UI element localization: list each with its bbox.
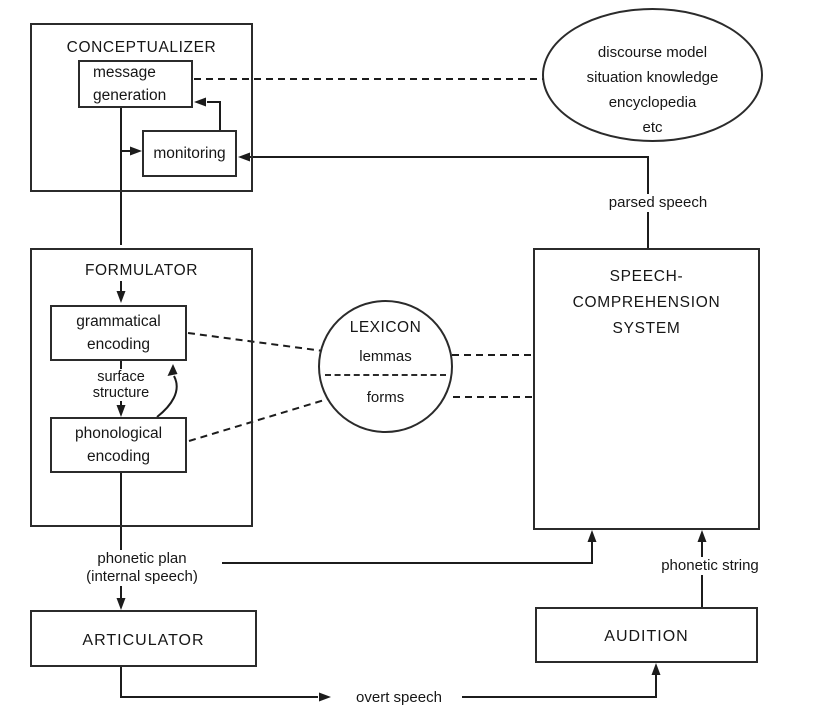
lexicon-circle: LEXICON lemmas forms [318, 300, 453, 433]
audition-title: AUDITION [604, 628, 689, 645]
comprehension-title-line1: SPEECH- [609, 268, 684, 285]
knowledge-line-2: situation knowledge [586, 69, 719, 86]
lexicon-divider-dashed-line [325, 374, 446, 376]
lexicon-title: LEXICON [349, 319, 422, 336]
phonetic-plan-line1: phonetic plan [97, 550, 187, 567]
arrowhead-into-articulator [116, 598, 126, 610]
arrow-parsed-speech [250, 156, 649, 248]
comprehension-title-line3: SYSTEM [612, 320, 681, 337]
lexicon-forms-label: forms [366, 389, 405, 406]
arrow-articulator-to-overt-speech [120, 667, 318, 698]
message-generation-label-line1: message [93, 64, 156, 81]
arrowhead-curved-feedback [167, 364, 178, 376]
knowledge-line-4: etc [642, 119, 663, 136]
arrowhead-into-comprehension-left [587, 530, 597, 542]
audition-box: AUDITION [535, 607, 758, 663]
arrowhead-into-comprehension-right [697, 530, 707, 542]
articulator-box: ARTICULATOR [30, 610, 257, 667]
formulator-box: FORMULATOR [30, 248, 253, 527]
surface-structure-line1: surface [97, 369, 145, 385]
monitoring-label: monitoring [153, 145, 226, 162]
knowledge-line-3: encyclopedia [608, 94, 697, 111]
formulator-title: FORMULATOR [84, 262, 199, 279]
arrowhead-into-message-generation [194, 97, 206, 107]
grammatical-encoding-box: grammatical encoding [50, 305, 187, 361]
speech-comprehension-system-box: SPEECH- COMPREHENSION SYSTEM [533, 248, 760, 530]
conceptualizer-title: CONCEPTUALIZER [66, 39, 217, 56]
curved-arrow-phonological-to-grammatical [156, 375, 178, 418]
phonological-encoding-box: phonological encoding [50, 417, 187, 473]
phonetic-string-label: phonetic string [652, 557, 768, 575]
comprehension-title-line2: COMPREHENSION [572, 294, 721, 311]
message-generation-label-line2: generation [93, 87, 167, 104]
phonetic-plan-label: phonetic plan (internal speech) [72, 550, 212, 586]
arrowhead-into-monitoring-left [130, 146, 142, 156]
articulator-title: ARTICULATOR [82, 632, 205, 649]
arrowhead-into-phonological [116, 405, 126, 417]
dashed-phonological-to-lexicon [188, 397, 332, 442]
arrowhead-into-grammatical [116, 291, 126, 303]
surface-structure-label: surface structure [76, 369, 166, 401]
phonetic-plan-line2: (internal speech) [86, 568, 198, 585]
phonological-encoding-line1: phonological [74, 425, 163, 442]
arrowhead-into-monitoring-right [238, 152, 250, 162]
arrowhead-into-audition [651, 663, 661, 675]
arrow-monitoring-to-message-generation [207, 101, 221, 130]
parsed-speech-label: parsed speech [598, 194, 718, 212]
arrowhead-overt-speech [319, 692, 331, 702]
phonological-encoding-line2: encoding [87, 448, 150, 465]
grammatical-encoding-line1: grammatical [76, 313, 161, 330]
knowledge-ellipse: discourse model situation knowledge ency… [542, 8, 763, 142]
monitoring-box: monitoring [142, 130, 237, 177]
arrow-overt-speech-to-audition [462, 675, 657, 698]
grammatical-encoding-line2: encoding [87, 336, 150, 353]
lexicon-lemmas-label: lemmas [359, 348, 412, 365]
overt-speech-label: overt speech [338, 689, 460, 707]
knowledge-line-1: discourse model [597, 44, 708, 61]
surface-structure-line2: structure [92, 385, 150, 401]
arrow-phonetic-plan-to-comprehension [222, 542, 593, 564]
dashed-grammatical-to-lexicon [187, 332, 332, 353]
conceptualizer-box: CONCEPTUALIZER [30, 23, 253, 192]
message-generation-box: message generation [78, 60, 193, 108]
